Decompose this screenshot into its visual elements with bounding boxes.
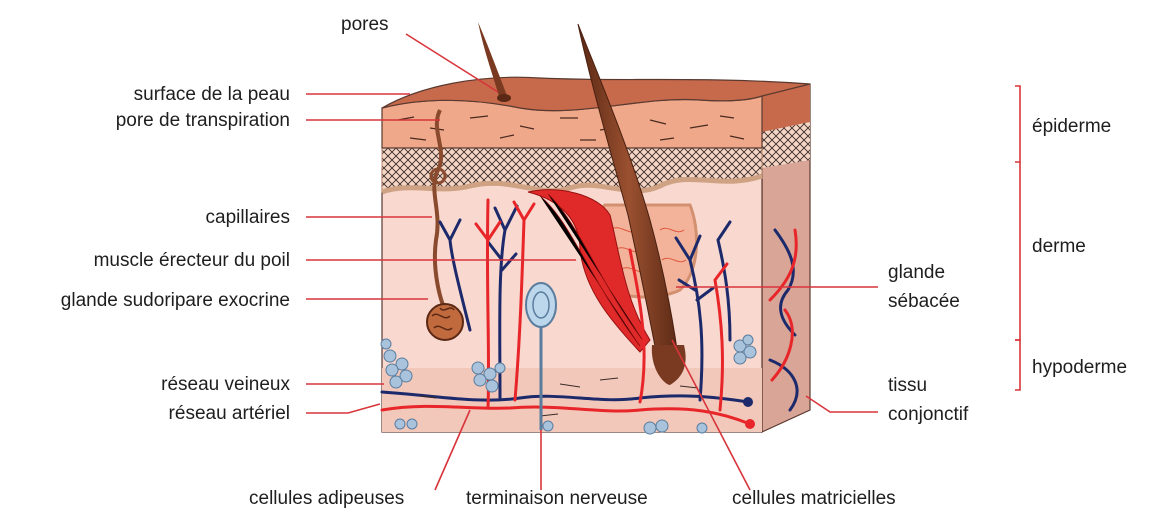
label-pores: pores [341,14,389,35]
label-glande-sebacee-line2: sébacée [888,291,960,312]
label-tissu-line2: conjonctif [888,404,969,425]
layer-derme: derme [1032,236,1086,257]
label-pore-transpiration: pore de transpiration [116,110,290,131]
label-reseau-veineux: réseau veineux [161,374,290,395]
label-terminaison: terminaison nerveuse [466,488,648,509]
label-capillaires: capillaires [206,207,290,228]
label-cellules-adipeuses: cellules adipeuses [249,488,404,509]
label-glande-sudoripare: glande sudoripare exocrine [61,290,290,311]
layer-hypoderme: hypoderme [1032,357,1127,378]
label-surface: surface de la peau [134,84,290,105]
label-reseau-arteriel: réseau artériel [169,403,290,424]
label-cellules-matricielles: cellules matricielles [732,488,896,509]
layer-brackets [1015,86,1020,390]
sweat-gland [427,304,463,340]
layer-epiderme: épiderme [1032,116,1111,137]
label-glande-sebacee-line1: glande [888,262,945,283]
label-tissu-line1: tissu [888,375,927,396]
label-muscle: muscle érecteur du poil [94,250,290,271]
